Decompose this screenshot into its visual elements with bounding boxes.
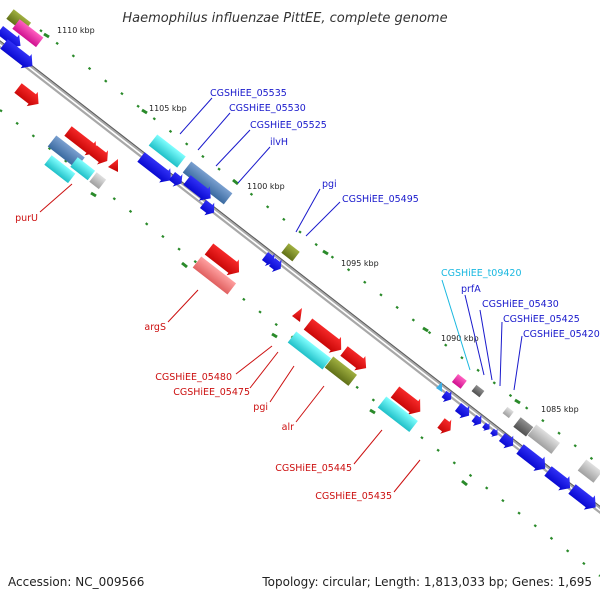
gene-feature [168,172,183,187]
gene-feature [64,126,97,156]
gene-feature [303,318,342,353]
gene-label[interactable]: CGSHiEE_05475 [173,387,250,398]
gene-feature [182,161,233,205]
gene-feature [577,459,600,483]
gene-feature [471,414,482,426]
gene-feature [441,390,452,402]
gene-label[interactable]: CGSHiEE_05480 [155,372,232,383]
gene-feature [44,155,76,184]
gene-feature [516,444,546,471]
gene-feature [454,403,470,419]
gene-label[interactable]: CGSHiEE_05430 [482,299,559,310]
gene-feature [498,433,514,449]
gene-feature [471,384,485,398]
gene-label[interactable]: CGSHiEE_05420 [523,329,600,340]
leader-lines-forward [179,97,523,391]
gene-label[interactable]: CGSHiEE_05445 [275,463,352,474]
gene-feature [544,466,571,491]
gene-feature [199,200,215,216]
gene-label[interactable]: pgi [322,179,337,190]
labels-right: CGSHiEE_t09420 prfA CGSHiEE_05430 CGSHiE… [441,268,600,340]
topology-text: Topology: circular; Length: 1,813,033 bp… [261,575,592,589]
gene-feature [490,428,498,437]
gene-label[interactable]: CGSHiEE_t09420 [441,268,522,279]
accession-text: Accession: NC_009566 [8,575,144,589]
gene-label[interactable]: argS [144,322,166,333]
gene-feature [324,356,357,386]
scale-label: 1110 kbp [57,26,95,35]
gene-label[interactable]: CGSHiEE_05425 [503,314,580,325]
gene-feature [437,418,452,434]
major-ticks [43,32,521,487]
gene-feature [292,308,302,322]
gene-feature [14,83,39,107]
gene-features [0,9,600,510]
gene-feature [390,386,421,415]
gene-feature [148,134,186,168]
gene-label[interactable]: pgi [253,402,268,413]
gene-feature [89,145,108,165]
gene-label[interactable]: alr [282,422,294,433]
gene-feature [281,243,300,262]
leader-lines-reverse [39,183,421,493]
gene-label[interactable]: CGSHiEE_05435 [315,491,392,502]
labels-forward: CGSHiEE_05535 CGSHiEE_05530 CGSHiEE_0552… [210,88,419,205]
gene-feature [340,346,367,371]
gene-label[interactable]: purU [15,213,38,224]
gene-label[interactable]: CGSHiEE_05495 [342,194,419,205]
gene-label[interactable]: ilvH [270,137,288,148]
gene-label[interactable]: prfA [461,284,481,295]
gene-feature [287,331,332,370]
gene-feature [436,382,442,392]
gene-feature [89,172,107,190]
gene-feature [204,243,240,276]
labels-reverse: purU argS CGSHiEE_05480 CGSHiEE_05475 pg… [15,213,392,502]
scale-label: 1085 kbp [541,405,579,414]
scale-label: 1100 kbp [247,182,285,191]
gene-feature [192,256,237,295]
gene-feature [108,159,118,172]
gene-feature [183,175,211,201]
gene-feature [137,152,172,183]
gene-feature [513,417,534,437]
gene-label[interactable]: CGSHiEE_05535 [210,88,287,99]
leader-lines-rna [441,279,471,371]
gene-feature [502,406,514,419]
gene-feature [568,484,596,510]
gene-feature [261,252,275,266]
gene-feature [70,157,96,181]
scale-label: 1105 kbp [149,104,187,113]
gene-feature [12,19,44,48]
scale-label: 1095 kbp [341,259,379,268]
gene-feature [482,422,490,431]
gene-label[interactable]: CGSHiEE_05525 [250,120,327,131]
map-title: Haemophilus influenzae PittEE, complete … [122,11,447,26]
gene-feature [0,26,21,48]
gene-feature [377,396,418,433]
gene-feature [527,424,560,454]
gene-label[interactable]: CGSHiEE_05530 [229,103,306,114]
gene-feature [0,39,33,69]
gene-feature [451,374,467,389]
gene-feature [268,258,282,272]
